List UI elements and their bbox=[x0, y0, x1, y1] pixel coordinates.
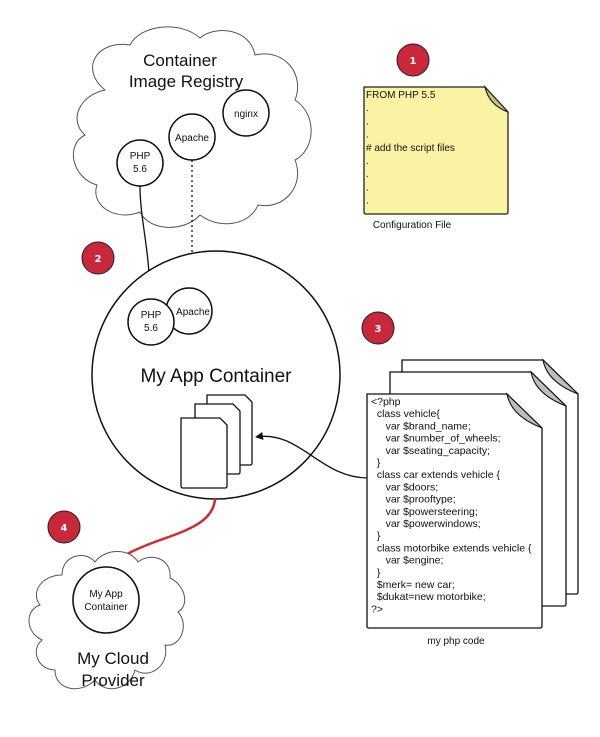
container-apache-label: Apache bbox=[176, 307, 210, 318]
php-code-caption: my php code bbox=[427, 636, 485, 647]
code-page-back-fold bbox=[542, 358, 579, 395]
deployed-app-label-line1: My App bbox=[89, 589, 123, 600]
php-code-line: $merk= new car; bbox=[371, 579, 455, 591]
config-note-fold bbox=[483, 84, 509, 113]
cloud-provider-title-line2: Provider bbox=[81, 671, 145, 690]
php-code-lines: <?php class vehicle{ var $brand_name; va… bbox=[371, 396, 532, 615]
container-php-circle bbox=[127, 298, 175, 346]
cloud-provider[interactable]: 4 My App Container My Cloud Provider bbox=[28, 510, 186, 690]
php-code-files[interactable]: 3 <?php class vehicle{ var $brand_name; … bbox=[361, 311, 579, 647]
php-code-line: var $engine; bbox=[371, 555, 443, 567]
php-code-line: var $brand_name; bbox=[371, 420, 471, 432]
php-code-line: class vehicle{ bbox=[371, 408, 440, 420]
apache-image-label: Apache bbox=[175, 133, 209, 144]
cloud-provider-title-line1: My Cloud bbox=[77, 649, 149, 668]
php-code-line: $dukat=new motorbike; bbox=[371, 591, 486, 603]
php-code-line: var $seating_capacity; bbox=[371, 445, 490, 457]
php-code-line: <?php bbox=[371, 396, 401, 408]
php-image-circle bbox=[116, 139, 164, 187]
step-1-badge bbox=[396, 43, 430, 77]
config-file-line: . bbox=[366, 196, 369, 207]
step-3-badge bbox=[361, 311, 395, 345]
step-2-badge-number: 2 bbox=[95, 254, 102, 265]
php-image-label-line1: PHP bbox=[130, 151, 151, 162]
deployed-app-container[interactable]: My App Container bbox=[72, 566, 140, 634]
file-icon-front bbox=[180, 417, 228, 489]
config-file-line: FROM PHP 5.5 bbox=[366, 90, 436, 101]
config-file-lines: FROM PHP 5.5... # add the script files...… bbox=[366, 90, 455, 207]
registry-image-apache[interactable]: Apache bbox=[168, 113, 216, 161]
php-code-line: } bbox=[371, 567, 381, 579]
app-container[interactable]: 2 Apache PHP 5.6 My App Container bbox=[81, 241, 341, 500]
config-file-line: . bbox=[366, 182, 369, 193]
code-page-front-fold bbox=[506, 392, 543, 429]
container-php-label-line1: PHP bbox=[141, 310, 162, 321]
nginx-image-label: nginx bbox=[234, 109, 258, 120]
config-file-caption: Configuration File bbox=[373, 220, 452, 231]
php-image-label-line2: 5.6 bbox=[133, 164, 147, 175]
config-file-line: . bbox=[366, 103, 369, 114]
php-code-line: ?> bbox=[371, 603, 383, 615]
registry-image-nginx[interactable]: nginx bbox=[222, 89, 270, 137]
php-code-line: var $powersteering; bbox=[371, 506, 478, 518]
registry-title-line1: Container bbox=[143, 51, 217, 70]
code-page-middle-fold bbox=[530, 370, 567, 407]
config-file[interactable]: 1 FROM PHP 5.5... # add the script files.… bbox=[363, 43, 509, 231]
registry-cloud: Container Image Registry PHP 5.6 Apache … bbox=[72, 26, 312, 228]
registry-title-line2: Image Registry bbox=[129, 72, 244, 91]
php-code-line: } bbox=[371, 530, 381, 542]
config-file-line: . bbox=[366, 130, 369, 141]
step-3-badge-number: 3 bbox=[375, 324, 382, 335]
step-1-badge-number: 1 bbox=[410, 56, 417, 67]
php-code-line: var $doors; bbox=[371, 481, 438, 493]
php-code-line: } bbox=[371, 457, 381, 469]
php-code-line: var $number_of_wheels; bbox=[371, 433, 501, 445]
registry-image-php[interactable]: PHP 5.6 bbox=[116, 139, 164, 187]
step-2-badge bbox=[81, 241, 115, 275]
app-container-title: My App Container bbox=[140, 366, 292, 387]
code-page-front bbox=[366, 393, 543, 629]
code-copy-arrow bbox=[255, 431, 369, 479]
config-note-shape bbox=[363, 86, 509, 215]
php-code-line: class motorbike extends vehicle { bbox=[371, 542, 532, 554]
step-4-badge bbox=[47, 510, 81, 544]
php-code-line: class car extends vehicle { bbox=[371, 469, 500, 481]
config-file-line: . bbox=[366, 116, 369, 127]
deployed-app-container-circle bbox=[72, 566, 140, 634]
php-code-line: var $prooftype; bbox=[371, 494, 456, 506]
container-php-label-line2: 5.6 bbox=[144, 323, 158, 334]
container-files-stack bbox=[180, 394, 253, 489]
php-code-line: var $powerwindows; bbox=[371, 518, 481, 530]
deployed-app-label-line2: Container bbox=[84, 602, 128, 613]
step-4-badge-number: 4 bbox=[61, 523, 68, 534]
nginx-image-circle bbox=[222, 89, 270, 137]
config-file-line: # add the script files bbox=[366, 143, 455, 154]
container-php[interactable]: PHP 5.6 bbox=[127, 298, 175, 346]
config-file-line: . bbox=[366, 169, 369, 180]
config-file-line: . bbox=[366, 156, 369, 167]
